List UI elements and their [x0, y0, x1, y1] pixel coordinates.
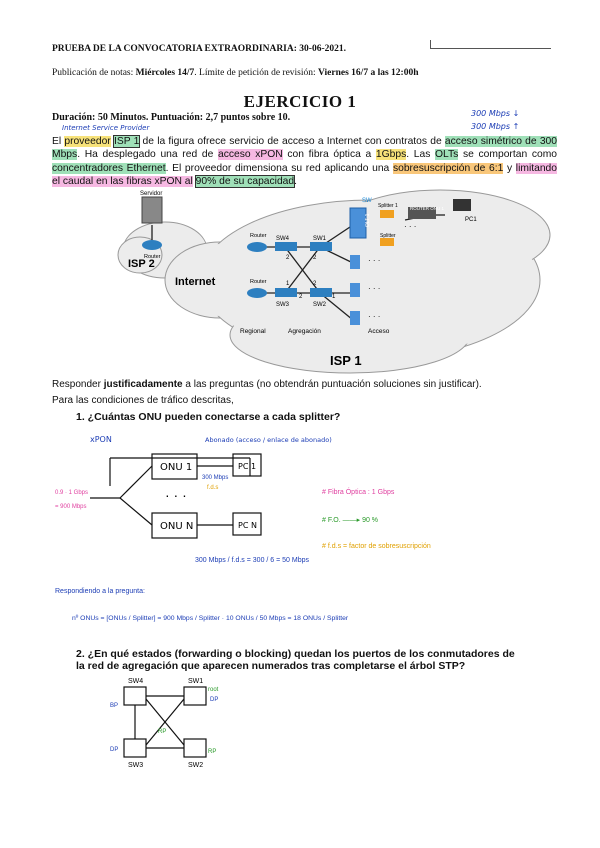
- network-diagram: Servidor Router Router Router SW4 SW1 SW…: [117, 189, 551, 374]
- olt2-icon: [350, 255, 360, 269]
- onu1-label: ONU 1: [160, 462, 192, 473]
- router-isp2-label: Router: [144, 254, 161, 260]
- pc1-icon: [453, 199, 471, 211]
- onuN-label: ONU N: [160, 521, 193, 532]
- q2-sw2: SW2: [188, 762, 203, 769]
- sw2-label: SW2: [313, 302, 327, 308]
- router-bottom-label: Router: [250, 279, 267, 285]
- note-fo: # F.O. ——▸ 90 %: [322, 517, 378, 524]
- q2-rp-2: RP: [208, 749, 216, 755]
- q2-rp-1: RP: [158, 729, 166, 735]
- port-label-c: 1: [286, 281, 290, 287]
- splitter-icon: [380, 238, 394, 246]
- response-instructions: Responder justificadamente a las pregunt…: [52, 379, 482, 390]
- router-onu-icon: [408, 207, 436, 219]
- olt3-icon: [350, 283, 360, 297]
- isp1-label: ISP 1: [330, 353, 362, 368]
- router-sw3-icon: [247, 288, 267, 298]
- abonado-label: Abonado (acceso / enlace de abonado): [205, 436, 332, 444]
- q2-dp-1: DP: [210, 697, 218, 703]
- port-label-d: 2: [313, 281, 317, 287]
- router-sw4-icon: [247, 242, 267, 252]
- question-1: 1. ¿Cuántas ONU pueden conectarse a cada…: [76, 411, 341, 423]
- problem-paragraph: El proveedor ISP 1 de la figura ofrece s…: [52, 135, 558, 188]
- answer-formula: nº ONUs = [ONUs / Splitter] = 900 Mbps /…: [72, 615, 349, 622]
- olt1-label: OLT 1: [365, 213, 371, 227]
- router-top-label: Router: [250, 233, 267, 239]
- conditions-line: Para las condiciones de tráfico descrita…: [52, 395, 234, 406]
- router-onu-label: ROUTER ONU 1: [410, 206, 445, 211]
- note-fds: # f.d.s = factor de sobresuscripción: [322, 543, 431, 550]
- response-bold-word: justificadamente: [103, 379, 183, 390]
- sw-hand-label: SW: [362, 198, 372, 204]
- mbps-top: 300 Mbps: [202, 475, 228, 481]
- q2-dp-2: DP: [110, 747, 118, 753]
- sw4-label: SW4: [276, 236, 290, 242]
- splitter1-label: Splitter 1: [378, 203, 398, 209]
- publication-line: Publicación de notas: Miércoles 14/7. Lí…: [52, 68, 419, 78]
- pc1-label: PC 1: [238, 462, 256, 471]
- q2-sw3: SW3: [128, 762, 143, 769]
- olt4-icon: [350, 311, 360, 325]
- olt1-icon: [349, 207, 367, 239]
- left-capacity-1: 0.9 · 1 Gbps: [55, 490, 88, 496]
- pc1-box: [232, 453, 262, 477]
- q2-sw1: SW1: [188, 678, 203, 685]
- agregacion-label: Agregación: [288, 328, 321, 335]
- router-isp2-icon: [142, 240, 162, 250]
- q2-root: root: [208, 687, 219, 693]
- q1-handwritten-sketch: ONU 1 ONU N PC 1 PC N xPON Abonado (acce…: [55, 435, 431, 622]
- calc-line: 300 Mbps / f.d.s = 300 / 6 = 50 Mbps: [195, 557, 310, 564]
- exam-header: PRUEBA DE LA CONVOCATORIA EXTRAORDINARIA…: [52, 44, 346, 54]
- dots-1: · · ·: [368, 256, 380, 265]
- port-label-b: 2: [313, 255, 317, 261]
- duration-line: Duración: 50 Minutos. Puntuación: 2,7 pu…: [52, 112, 291, 123]
- margin-note-up: 300 Mbps ↑: [471, 122, 520, 131]
- internet-label: Internet: [175, 276, 216, 288]
- isp2-label: ISP 2: [128, 258, 155, 270]
- splitter-label: Splitter: [380, 233, 396, 239]
- dots-3: · · ·: [368, 312, 380, 321]
- dots-4: · · ·: [404, 222, 416, 231]
- q2-handwritten-sketch: SW4 SW1 SW3 SW2 root DP BP RP RP DP: [110, 678, 219, 769]
- port-label-f: 1: [332, 294, 336, 300]
- pcN-box: [232, 512, 262, 536]
- sw3-label: SW3: [276, 302, 290, 308]
- header-boxes: [430, 40, 551, 49]
- dots-2: · · ·: [368, 284, 380, 293]
- regional-label: Regional: [240, 328, 266, 335]
- sw4-icon: [275, 242, 297, 251]
- page-title: EJERCICIO 1: [243, 92, 357, 111]
- splitter1-icon: [380, 210, 394, 218]
- sw2-icon: [310, 288, 332, 297]
- left-capacity-2: = 900 Mbps: [55, 504, 87, 510]
- q2-bp-1: BP: [110, 703, 118, 709]
- margin-note-down: 300 Mbps ↓: [471, 109, 520, 118]
- q2-sw4: SW4: [128, 678, 143, 685]
- server-icon: [141, 196, 163, 224]
- answer-intro: Respondiendo a la pregunta:: [55, 588, 145, 595]
- ellipsis: · · ·: [165, 487, 187, 503]
- port-label-e: 2: [299, 294, 303, 300]
- pc1-label: PC1: [465, 217, 477, 223]
- xpon-label: xPON: [90, 435, 112, 444]
- question-2: 2. ¿En qué estados (forwarding o blockin…: [76, 648, 515, 672]
- sw3-icon: [275, 288, 297, 297]
- isp-note: Internet Service Provider: [62, 124, 150, 132]
- note-fibra: # Fibra Óptica : 1 Gbps: [322, 487, 395, 496]
- sw1-label: SW1: [313, 236, 327, 242]
- pcN-label: PC N: [238, 521, 257, 530]
- port-label-a: 2: [286, 255, 290, 261]
- server-label: Servidor: [140, 191, 162, 197]
- acceso-label: Acceso: [368, 328, 390, 335]
- sw1-icon: [310, 242, 332, 251]
- fds-top: f.d.s: [207, 485, 218, 491]
